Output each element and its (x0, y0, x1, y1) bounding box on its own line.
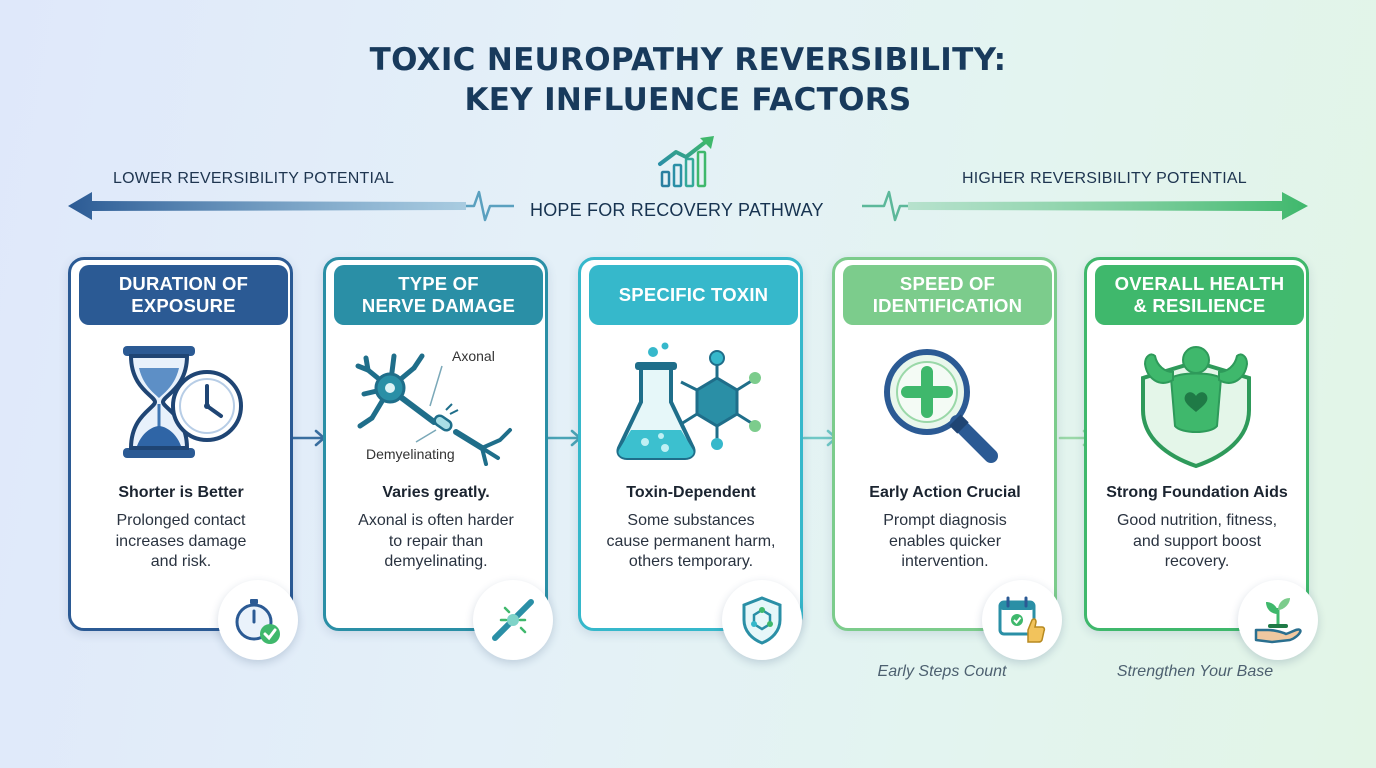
footer-note-speed-of-identification: Early Steps Count (877, 663, 1007, 680)
strong-figure-shield-icon (1141, 346, 1251, 468)
card-heading-speed-of-identification: Early Action Crucial (869, 484, 1021, 501)
card-heading-overall-health: Strong Foundation Aids (1106, 484, 1288, 501)
card-caption-specific-toxin: SPECIFIC TOXIN (589, 265, 798, 325)
card-heading-nerve-damage: Varies greatly. (382, 484, 490, 501)
badge-speed-of-identification (982, 580, 1062, 660)
flask-molecule-icon (616, 342, 761, 460)
card-description-overall-health: Good nutrition, fitness,and support boos… (1116, 512, 1278, 570)
title-line-1: TOXIC NEUROPATHY REVERSIBILITY: (369, 42, 1007, 78)
page-title: TOXIC NEUROPATHY REVERSIBILITY: KEY INFL… (0, 40, 1376, 120)
nerve-repair-icon (492, 599, 534, 641)
badge-specific-toxin (722, 580, 802, 660)
lower-reversibility-label: LOWER REVERSIBILITY POTENTIAL (113, 170, 395, 187)
hand-sprout-icon (1254, 598, 1302, 644)
demyelinating-label: Demyelinating (366, 446, 455, 462)
badge-overall-health (1238, 580, 1318, 660)
calendar-thumbs-up-icon (998, 596, 1046, 643)
neuron-icon (355, 353, 512, 466)
trend-chart-icon (658, 136, 714, 188)
title-line-2: KEY INFLUENCE FACTORS (464, 82, 912, 118)
card-heading-specific-toxin: Toxin-Dependent (626, 484, 756, 501)
footer-note-overall-health: Strengthen Your Base (1116, 663, 1274, 680)
hourglass-clock-icon (123, 346, 243, 458)
axonal-label: Axonal (452, 348, 495, 364)
higher-reversibility-label: HIGHER REVERSIBILITY POTENTIAL (962, 170, 1247, 187)
magnifier-plus-icon (884, 349, 998, 463)
card-caption-overall-health: OVERALL HEALTH& RESILIENCE (1095, 265, 1304, 325)
reversibility-arrow (68, 190, 1308, 222)
shield-molecule-icon (742, 596, 782, 645)
recovery-pathway-label: HOPE FOR RECOVERY PATHWAY (530, 200, 824, 220)
badge-duration (218, 580, 298, 660)
card-heading-duration: Shorter is Better (118, 484, 244, 501)
stopwatch-check-icon (235, 599, 280, 644)
badge-nerve-damage (473, 580, 553, 660)
